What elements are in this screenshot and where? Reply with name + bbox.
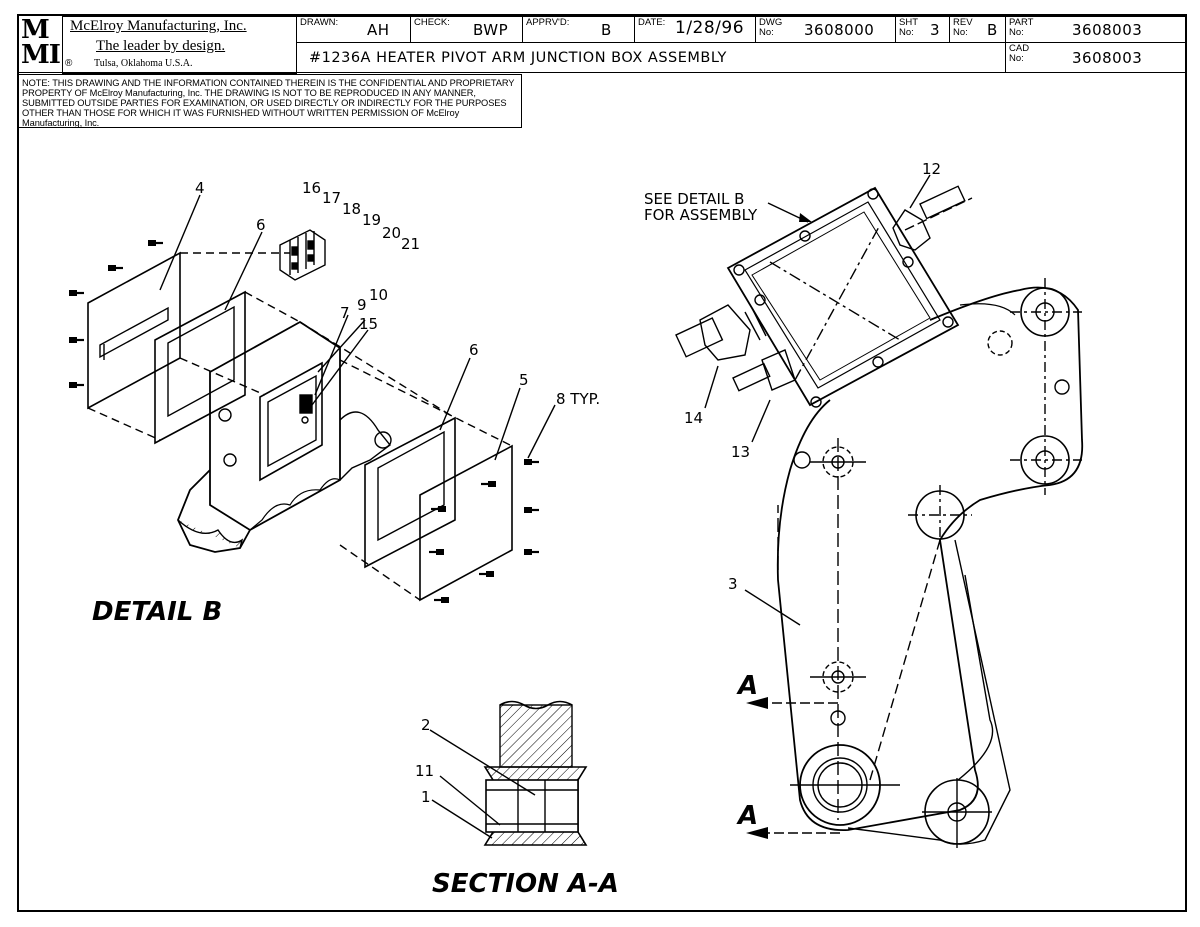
callout-4: 4: [195, 179, 205, 197]
company-name: McElroy Manufacturing, Inc.: [70, 18, 247, 34]
detail-b-exploded-view: 4 6 16 17 18 19 20 21 10 7 9 15 6 5 8 TY…: [67, 179, 600, 605]
part-label: PART No:: [1009, 17, 1034, 38]
section-a-a-view: 2 11 1: [415, 700, 588, 846]
cad-label: CAD No:: [1009, 43, 1030, 64]
company-tagline: The leader by design.: [96, 38, 226, 54]
see-detail-b-note: SEE DETAIL B: [644, 190, 744, 208]
sht-label: SHT No:: [899, 17, 918, 38]
detail-b-label: DETAIL B: [92, 597, 222, 627]
dwg-label: DWG No:: [759, 17, 783, 38]
callout-17: 17: [322, 189, 341, 207]
callout-6-left: 6: [256, 216, 266, 234]
callout-7: 7: [340, 304, 350, 322]
callout-18: 18: [342, 200, 361, 218]
callout-8-typ: 8 TYP.: [556, 390, 600, 408]
check-value: BWP: [473, 21, 509, 39]
callout-1: 1: [421, 788, 431, 806]
section-marker-a-top: A: [736, 671, 758, 701]
check-label: CHECK:: [414, 17, 450, 28]
section-marker-a-bottom: A: [736, 801, 758, 831]
sht-value: 3: [930, 21, 941, 39]
part-value: 3608003: [1072, 21, 1143, 39]
callout-19: 19: [362, 211, 381, 229]
callout-5: 5: [519, 371, 529, 389]
drawn-value: AH: [367, 21, 390, 39]
dwg-value: 3608000: [804, 21, 875, 39]
rev-value: B: [987, 21, 998, 39]
apprvd-value: B: [601, 21, 612, 39]
callout-13: 13: [731, 443, 750, 461]
confidentiality-note: NOTE: THIS DRAWING AND THE INFORMATION C…: [19, 74, 522, 128]
callout-2: 2: [421, 716, 431, 734]
callout-6-right: 6: [469, 341, 479, 359]
apprvd-label: APPRV'D:: [526, 17, 570, 28]
callout-10: 10: [369, 286, 388, 304]
title-block-bottom-line: [19, 72, 1187, 73]
callout-11: 11: [415, 762, 434, 780]
company-location: Tulsa, Oklahoma U.S.A.: [94, 58, 193, 69]
callout-12: 12: [922, 160, 941, 178]
company-block: McElroy Manufacturing, Inc. The leader b…: [62, 16, 297, 74]
drawing-title: #1236A HEATER PIVOT ARM JUNCTION BOX ASS…: [309, 50, 727, 66]
rev-label: REV No:: [953, 17, 973, 38]
callout-16: 16: [302, 179, 321, 197]
cad-value: 3608003: [1072, 49, 1143, 67]
date-label: DATE:: [638, 17, 666, 28]
callout-9: 9: [357, 296, 367, 314]
callout-21: 21: [401, 235, 420, 253]
drawing-border: [17, 14, 1187, 912]
heater-pivot-arm-view: 12 SEE DETAIL B FOR ASSEMBLY 14 13: [644, 160, 1084, 848]
callout-14: 14: [684, 409, 703, 427]
drawn-label: DRAWN:: [300, 17, 339, 28]
callout-3: 3: [728, 575, 738, 593]
terminal-screw: [299, 394, 313, 414]
callout-20: 20: [382, 224, 401, 242]
callout-15: 15: [359, 315, 378, 333]
section-a-a-label: SECTION A-A: [432, 869, 619, 899]
registered-mark: ®: [65, 58, 73, 69]
date-value: 1/28/96: [675, 18, 745, 38]
for-assembly-note: FOR ASSEMBLY: [644, 206, 758, 224]
